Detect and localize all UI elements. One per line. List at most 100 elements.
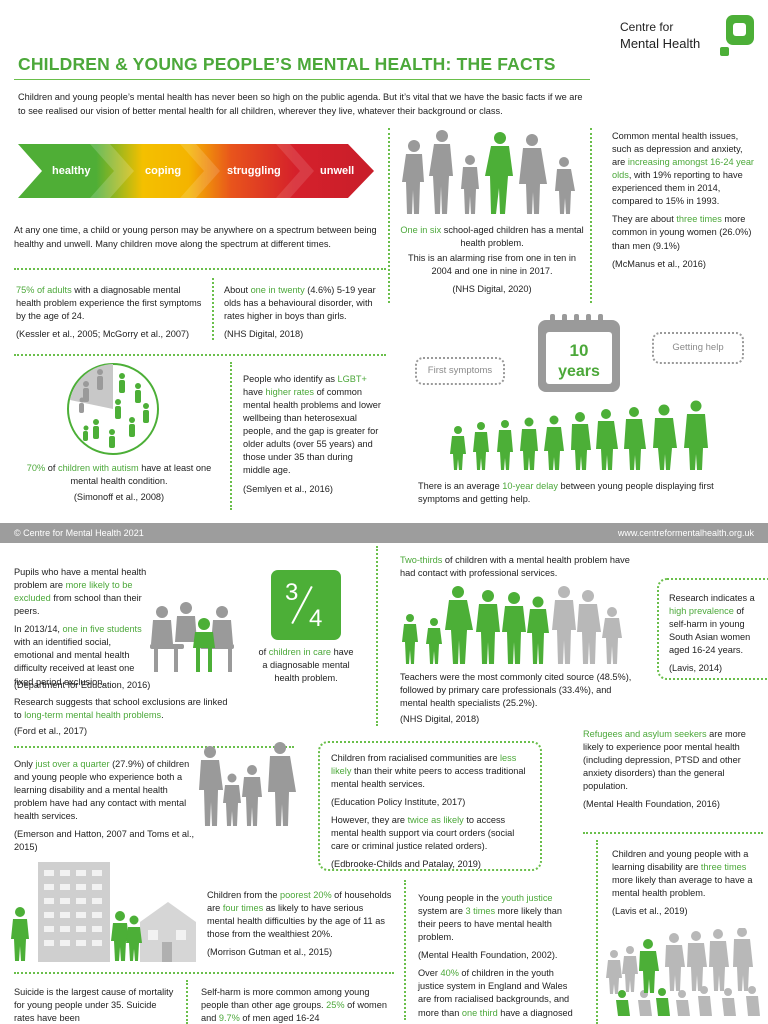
youth-justice-mid: system are — [418, 906, 466, 917]
care-green: children in care — [268, 647, 332, 657]
youth-justice-green2: 3 times — [465, 906, 496, 917]
delay-post: between young people displaying first sy… — [418, 481, 714, 505]
two-thirds-source: (NHS Digital, 2018) — [400, 714, 480, 724]
divider-v3 — [212, 278, 214, 340]
divider-v5 — [376, 546, 378, 726]
racialised-p2-post: to access mental health support via cour… — [331, 815, 515, 852]
spectrum-label-unwell: unwell — [320, 165, 355, 177]
spectrum-arrow — [18, 144, 374, 198]
one-in-twenty-pre: About — [224, 285, 251, 295]
quarter-text: Only just over a quarter (27.9%) of chil… — [14, 758, 196, 854]
south-asian-post: of self-harm in young South Asian women … — [669, 606, 751, 656]
poorest-green1: poorest 20% — [280, 890, 332, 900]
exclusion-p3-pre: Research suggests that school exclusions… — [14, 697, 228, 721]
divider-v4 — [230, 362, 232, 510]
racialised-source2: (Edbrooke-Childs and Patalay, 2019) — [331, 859, 481, 870]
refugees-green: Refugees and asylum seekers — [583, 729, 707, 739]
calendar-unit: years — [558, 363, 600, 380]
one-in-six-lead: One in six — [400, 225, 442, 235]
one-in-six-lead-rest: school-aged children has a mental health… — [441, 225, 584, 249]
refugees-source: (Mental Health Foundation, 2016) — [583, 799, 720, 810]
care-fraction-box: 3 4 — [271, 570, 341, 640]
racialised-p1-post: than their white peers to access traditi… — [331, 766, 526, 790]
common-issues-p2-green: three times — [676, 214, 722, 225]
autism-green2: children with autism — [57, 463, 139, 473]
autism-text: 70% of children with autism have at leas… — [20, 462, 218, 488]
racialised-box — [318, 741, 542, 871]
self-harm-post: of men aged 16-24 — [239, 1013, 320, 1024]
learning-disability-post: more likely than average to have a menta… — [612, 875, 753, 899]
racialised-p1-pre: Children from racialised communities are — [331, 753, 501, 763]
page-title: CHILDREN & YOUNG PEOPLE’S MENTAL HEALTH:… — [18, 54, 556, 74]
youth-justice-p2-pre: Over — [418, 968, 441, 979]
adults-75-rest: with a diagnosable mental health problem… — [16, 285, 202, 322]
logo-icon — [720, 15, 754, 56]
lgbt-source: (Semlyen et al., 2016) — [243, 483, 333, 494]
exclusion-p1-post: from school than their peers. — [14, 593, 142, 617]
divider-h5 — [14, 972, 394, 974]
exclusion-source1: (Department for Education, 2016) — [14, 680, 151, 690]
youth-justice-green1: youth justice — [501, 893, 553, 903]
lgbt-mid: have — [243, 387, 266, 398]
divider-v2 — [590, 128, 592, 303]
poorest-source: (Morrison Gutman et al., 2015) — [207, 947, 333, 958]
spectrum-label-healthy: healthy — [52, 165, 91, 177]
common-issues-p2-post: more common in young women (26.0%) than … — [612, 214, 752, 251]
adults-75-green: 75% of adults — [16, 285, 72, 295]
lgbt-rest: of common mental health problems and low… — [243, 387, 381, 476]
logo[interactable]: Centre for Mental Health — [620, 15, 760, 56]
autism-source: (Simonoff et al., 2008) — [73, 492, 165, 502]
south-asian-pre: Research indicates a — [669, 593, 755, 603]
divider-v7 — [596, 840, 598, 1024]
youth-justice-source: (Mental Health Foundation, 2002). — [418, 950, 558, 961]
delay-pre: There is an average — [418, 481, 503, 491]
quarter-post: (27.9%) of children and young people who… — [14, 759, 190, 822]
one-in-six-source: (NHS Digital, 2020) — [452, 284, 532, 294]
learning-disability-source: (Lavis et al., 2019) — [612, 906, 688, 917]
autism-pie-icon — [67, 363, 159, 455]
delay-text: There is an average 10-year delay betwee… — [418, 480, 738, 506]
youth-justice-rest: more likely than their peers to have men… — [418, 906, 563, 943]
learning-disability-text: Children and young people with a learnin… — [612, 848, 762, 918]
two-thirds-green: Two-thirds — [400, 555, 443, 565]
adults-75-text: 75% of adults with a diagnosable mental … — [16, 284, 202, 341]
self-harm-pre: Self-harm is more common among young peo… — [201, 987, 370, 1011]
lgbt-text: People who identify as LGBT+ have higher… — [243, 373, 381, 496]
lgbt-green1: LGBT+ — [337, 374, 367, 384]
lgbt-pre: People who identify as — [243, 374, 338, 384]
one-in-six-rise: This is an alarming rise from one in ten… — [408, 253, 576, 277]
refugees-text: Refugees and asylum seekers are more lik… — [583, 728, 761, 811]
two-thirds-text: Two-thirds of children with a mental hea… — [400, 554, 630, 580]
exclusion-source2: (Ford et al., 2017) — [14, 726, 88, 736]
south-asian-green: high prevalence — [669, 606, 734, 617]
exclusion-p2-post: with an identified social, emotional and… — [14, 637, 135, 687]
south-asian-source: (Lavis, 2014) — [669, 663, 723, 674]
youth-justice-p2-green2: one third — [461, 1007, 498, 1018]
first-symptoms-bubble: First symptoms — [415, 357, 505, 385]
quarter-source: (Emerson and Hatton, 2007 and Toms et al… — [14, 829, 195, 853]
youth-justice-pre: Young people in the — [418, 893, 502, 903]
self-harm-mid: of women and — [201, 1000, 387, 1024]
divider-v8 — [186, 980, 188, 1024]
intro-text: Children and young people’s mental healt… — [18, 92, 583, 116]
poorest-mid: of households are — [207, 890, 392, 914]
common-issues-text: Common mental health issues, such as dep… — [612, 130, 758, 271]
teachers-text: Teachers were the most commonly cited so… — [400, 672, 632, 709]
autism-green1: 70% — [26, 463, 46, 473]
youth-justice-p2-mid: of children in the youth justice system … — [418, 968, 570, 1018]
one-in-twenty-source: (NHS Digital, 2018) — [224, 329, 304, 340]
poorest-rest: as likely to have serious mental health … — [207, 903, 385, 940]
divider-v1 — [388, 128, 390, 303]
getting-help-bubble: Getting help — [652, 332, 744, 364]
calendar-number: 10 — [569, 341, 589, 360]
racialised-source1: (Education Policy Institute, 2017) — [331, 797, 466, 808]
website-link[interactable]: www.centreformentalhealth.org.uk — [617, 528, 754, 538]
care-fraction-den: 4 — [309, 605, 323, 632]
footer-band — [0, 523, 768, 543]
poorest-pre: Children from the — [207, 890, 281, 900]
self-harm-green1: 25% — [326, 1000, 345, 1011]
youth-justice-p2-post: have a diagnosed — [497, 1007, 573, 1018]
divider-h3 — [14, 746, 294, 748]
south-asian-text: Research indicates a high prevalence of … — [669, 592, 763, 675]
exclusion-text: Pupils who have a mental health problem … — [14, 566, 150, 694]
